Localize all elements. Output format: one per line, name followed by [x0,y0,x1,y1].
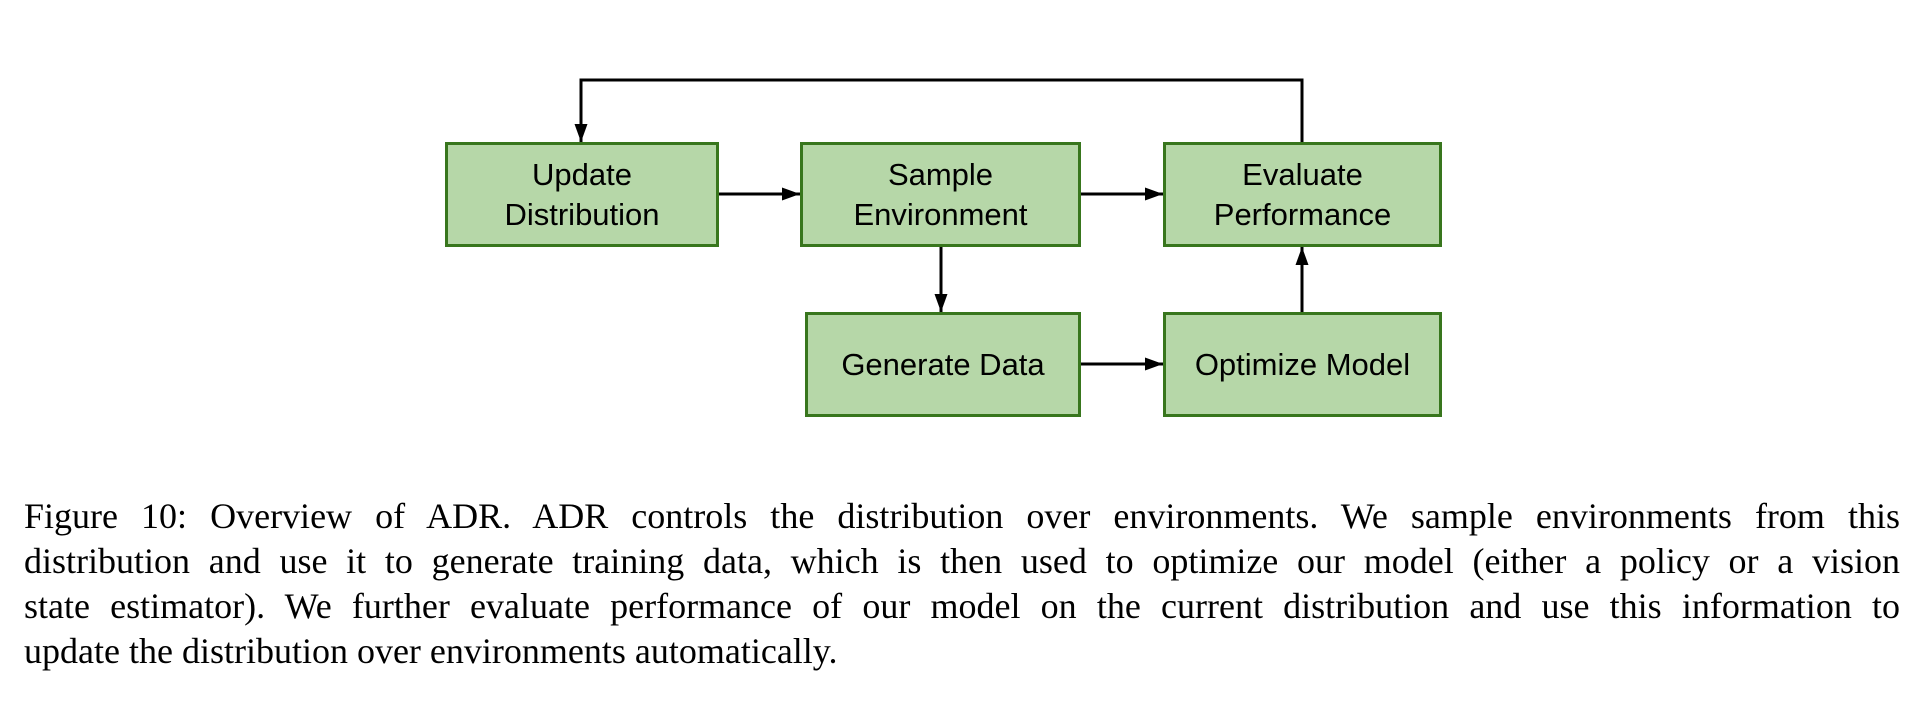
caption-line-4: update the distribution over environment… [24,631,838,671]
flowchart-node-sample-environment: Sample Environment [800,142,1081,247]
flowchart-node-optimize-model: Optimize Model [1163,312,1442,417]
caption-line-3: state estimator). We further evaluate pe… [24,586,1900,626]
node-label-generate-data: Generate Data [841,346,1045,382]
arrow-feedback-evaluate-to-update [574,78,1304,142]
node-label-sample-environment: Sample Environment [853,156,1028,232]
caption-line-2: distribution and use it to generate trai… [24,541,1900,581]
flowchart-node-update-distribution: Update Distribution [445,142,719,247]
caption-line-1: Figure 10: Overview of ADR. ADR controls… [24,496,1900,536]
figure-caption: Figure 10: Overview of ADR. ADR controls… [24,494,1900,674]
node-label-update-distribution: Update Distribution [504,156,660,232]
flowchart-node-evaluate-performance: Evaluate Performance [1163,142,1442,247]
node-label-evaluate-performance: Evaluate Performance [1213,156,1392,232]
flowchart-node-generate-data: Generate Data [805,312,1081,417]
node-label-optimize-model: Optimize Model [1194,346,1411,382]
